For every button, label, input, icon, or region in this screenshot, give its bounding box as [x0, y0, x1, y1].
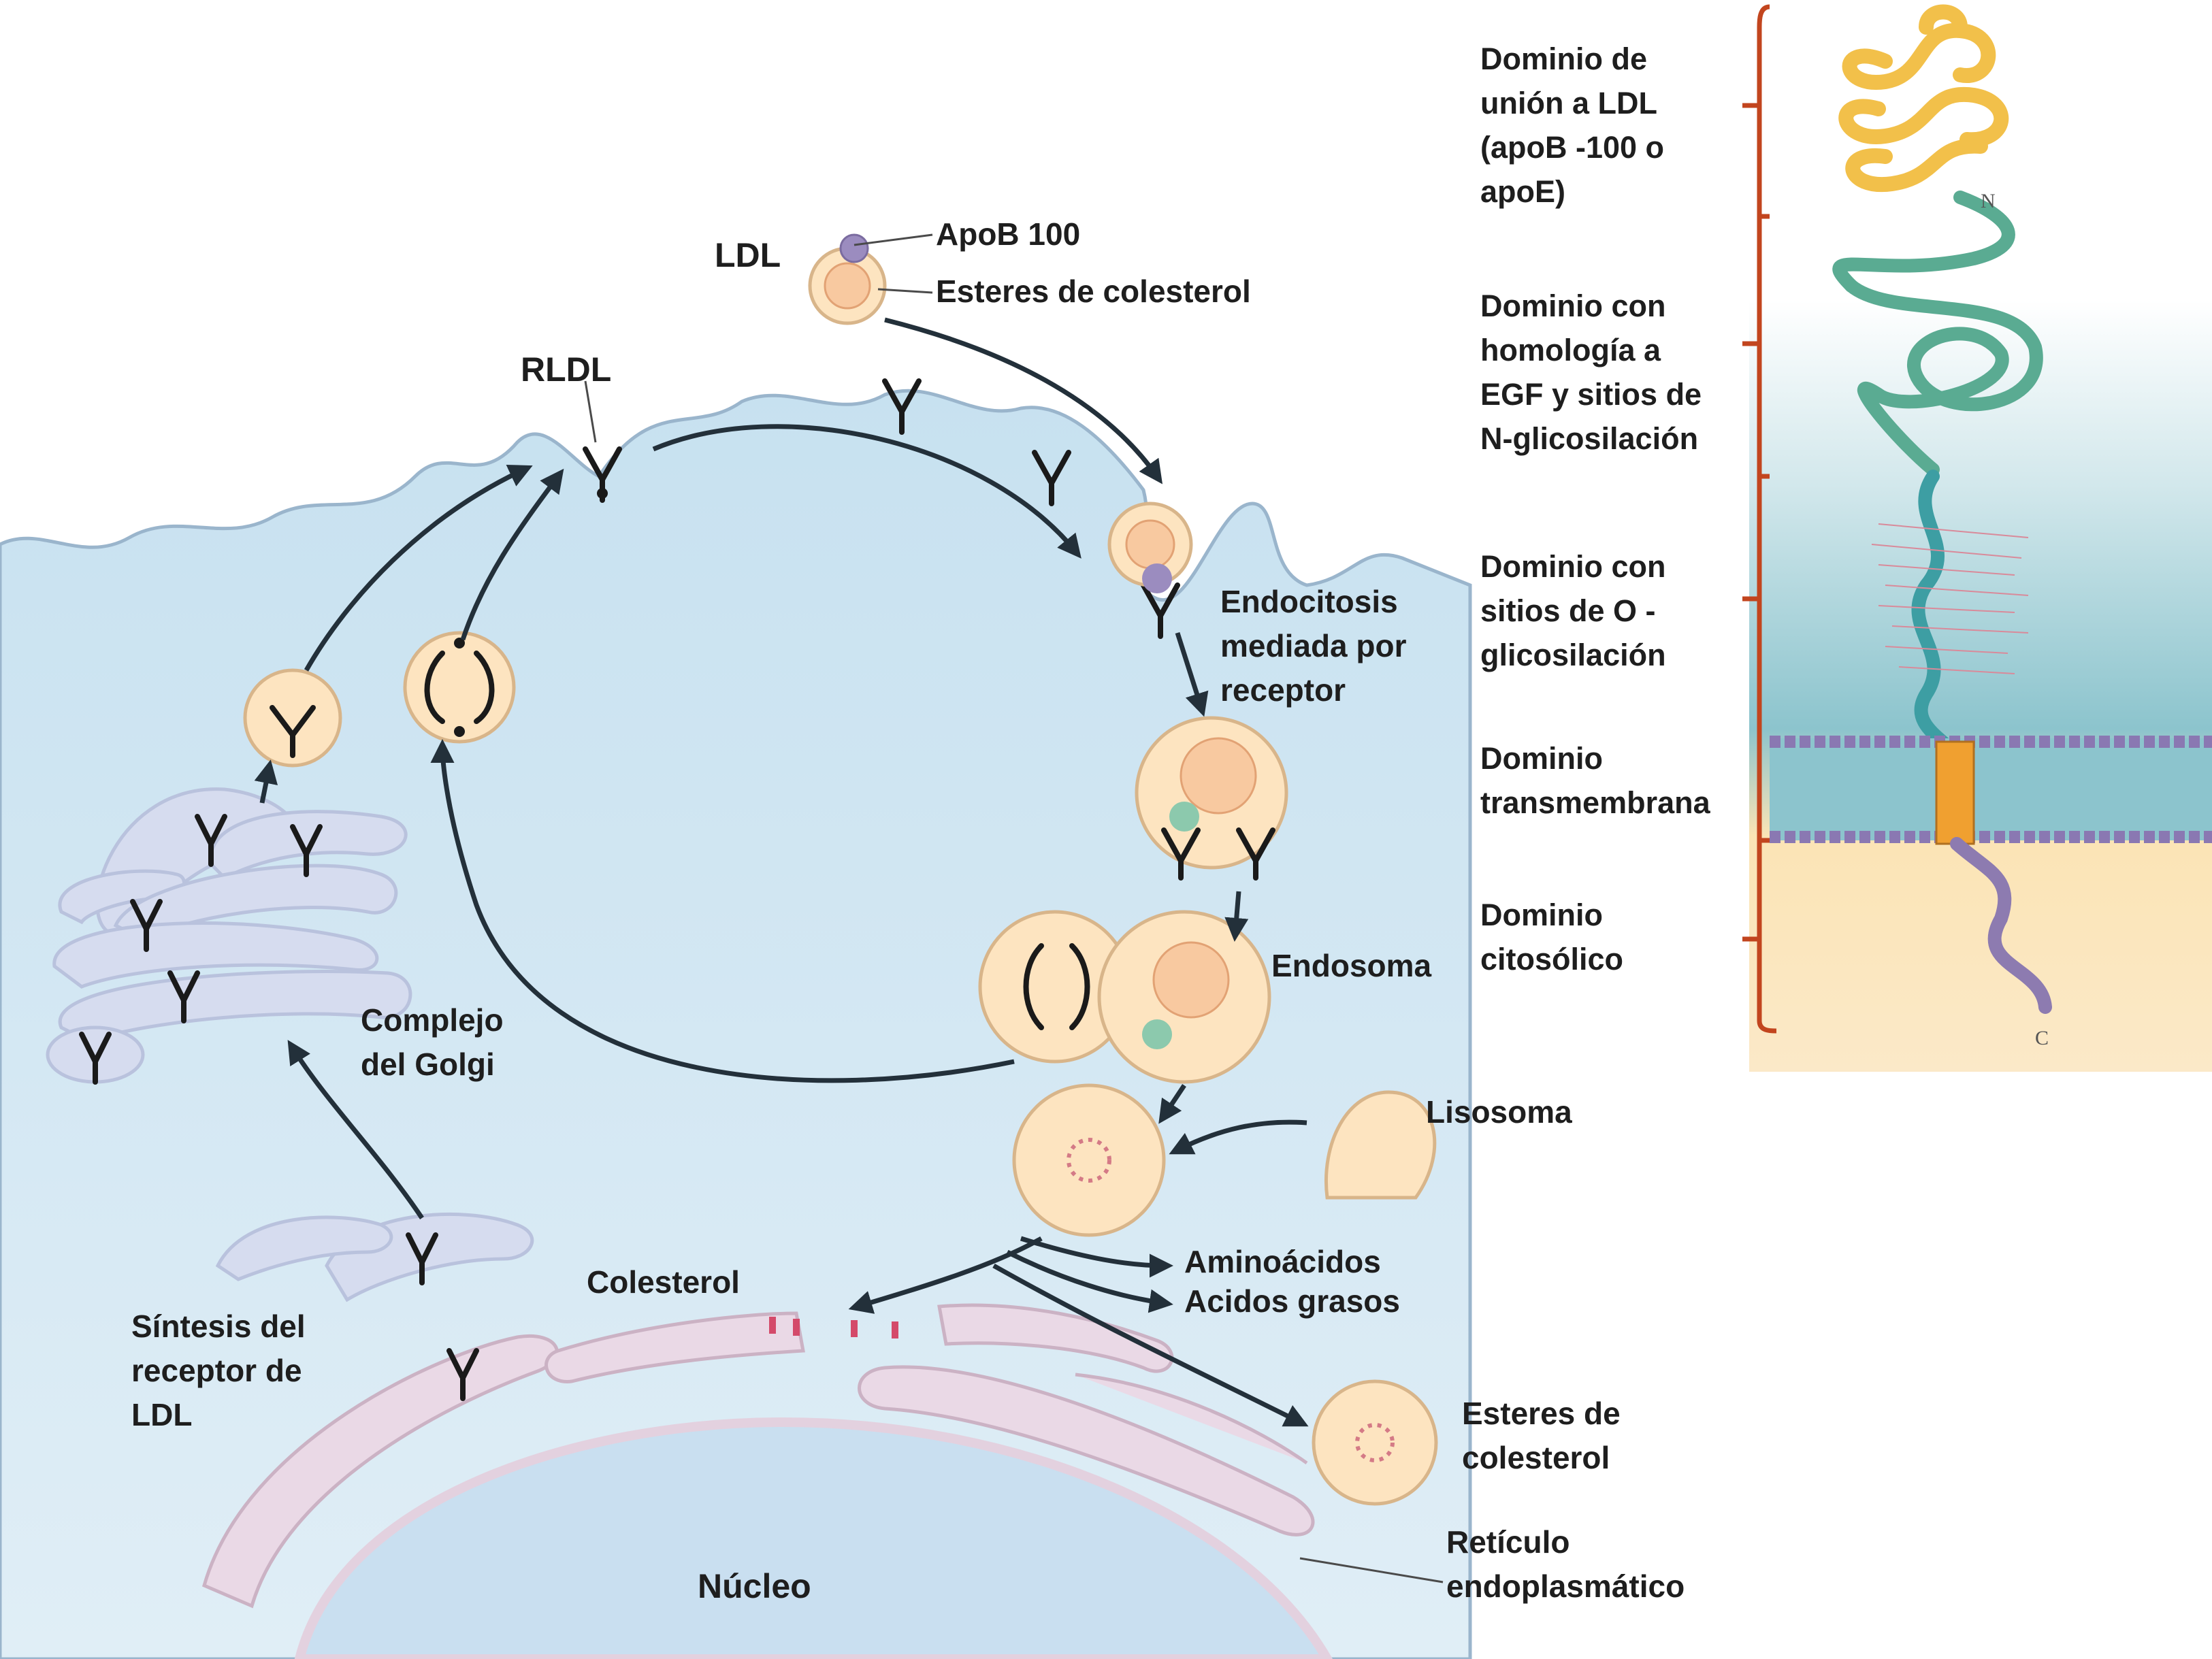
- apob-label: ApoB 100: [936, 216, 1080, 252]
- golgi-label: Complejo del Golgi: [361, 1002, 512, 1082]
- cholesterol-marks: [769, 1317, 898, 1338]
- ldl-label: LDL: [715, 236, 781, 274]
- domain-egf-label: Dominio con homología a EGF y sitios de …: [1480, 289, 1710, 456]
- surface-receptors: [583, 378, 1180, 639]
- endosome: [978, 910, 1271, 1084]
- endocytic-vesicle: [1135, 716, 1288, 881]
- pathway-arrows: [254, 317, 1309, 1427]
- esteres-top-label: Esteres de colesterol: [936, 274, 1251, 309]
- transmembrane-helix: [1935, 740, 1975, 845]
- lysosome-fused: [1012, 1083, 1166, 1237]
- nucleo-label: Núcleo: [698, 1567, 811, 1605]
- sintesis-label: Síntesis del receptor de LDL: [131, 1309, 314, 1432]
- coated-pit-ldl: [1107, 502, 1193, 593]
- n-terminus: N: [1981, 190, 1996, 212]
- domain-o-glyco-label: Dominio con sitios de O - glicosilación: [1480, 549, 1674, 672]
- ester-droplet: [1312, 1379, 1438, 1506]
- lipid-membrane: [1770, 736, 2212, 843]
- receptor-panel: N C: [1472, 0, 2212, 1072]
- ligand-binding-domain: [1838, 4, 2009, 193]
- egf-domain: [1832, 191, 2043, 476]
- reticulo-label: Retículo endoplasmático: [1446, 1524, 1685, 1604]
- lisosoma-label: Lisosoma: [1426, 1094, 1572, 1130]
- lysosome: [1324, 1090, 1437, 1200]
- cytosolic-tail: [1950, 837, 2052, 1014]
- acidos-label: Acidos grasos: [1184, 1283, 1400, 1319]
- aminoacidos-label: Aminoácidos: [1184, 1244, 1381, 1279]
- rldl-label: RLDL: [521, 350, 611, 389]
- c-terminus: C: [2035, 1027, 2049, 1049]
- recycling-vesicles: [243, 631, 516, 768]
- domain-ligand-label: Dominio de unión a LDL (apoB -100 o apoE…: [1480, 42, 1673, 209]
- endoplasmic-reticulum: [201, 1303, 1315, 1609]
- domain-transmembrane-label: Dominio transmembrana: [1480, 741, 1711, 820]
- o-glyco-sugars: [1871, 523, 2029, 674]
- ldl-particle: [808, 233, 887, 325]
- golgi-receptors: [79, 814, 479, 1401]
- o-glyco-stalk: [1911, 470, 1967, 769]
- endocitosis-label: Endocitosis mediada por receptor: [1220, 584, 1415, 708]
- domain-cytosolic-label: Dominio citosólico: [1480, 898, 1623, 976]
- esteres-bottom-label: Esteres de colesterol: [1462, 1396, 1629, 1475]
- endosoma-label: Endosoma: [1271, 948, 1432, 983]
- cell-illustration: [0, 233, 1472, 1659]
- nucleus: [294, 1417, 1333, 1659]
- colesterol-label: Colesterol: [587, 1264, 740, 1300]
- domain-bracket: [1742, 4, 1777, 1034]
